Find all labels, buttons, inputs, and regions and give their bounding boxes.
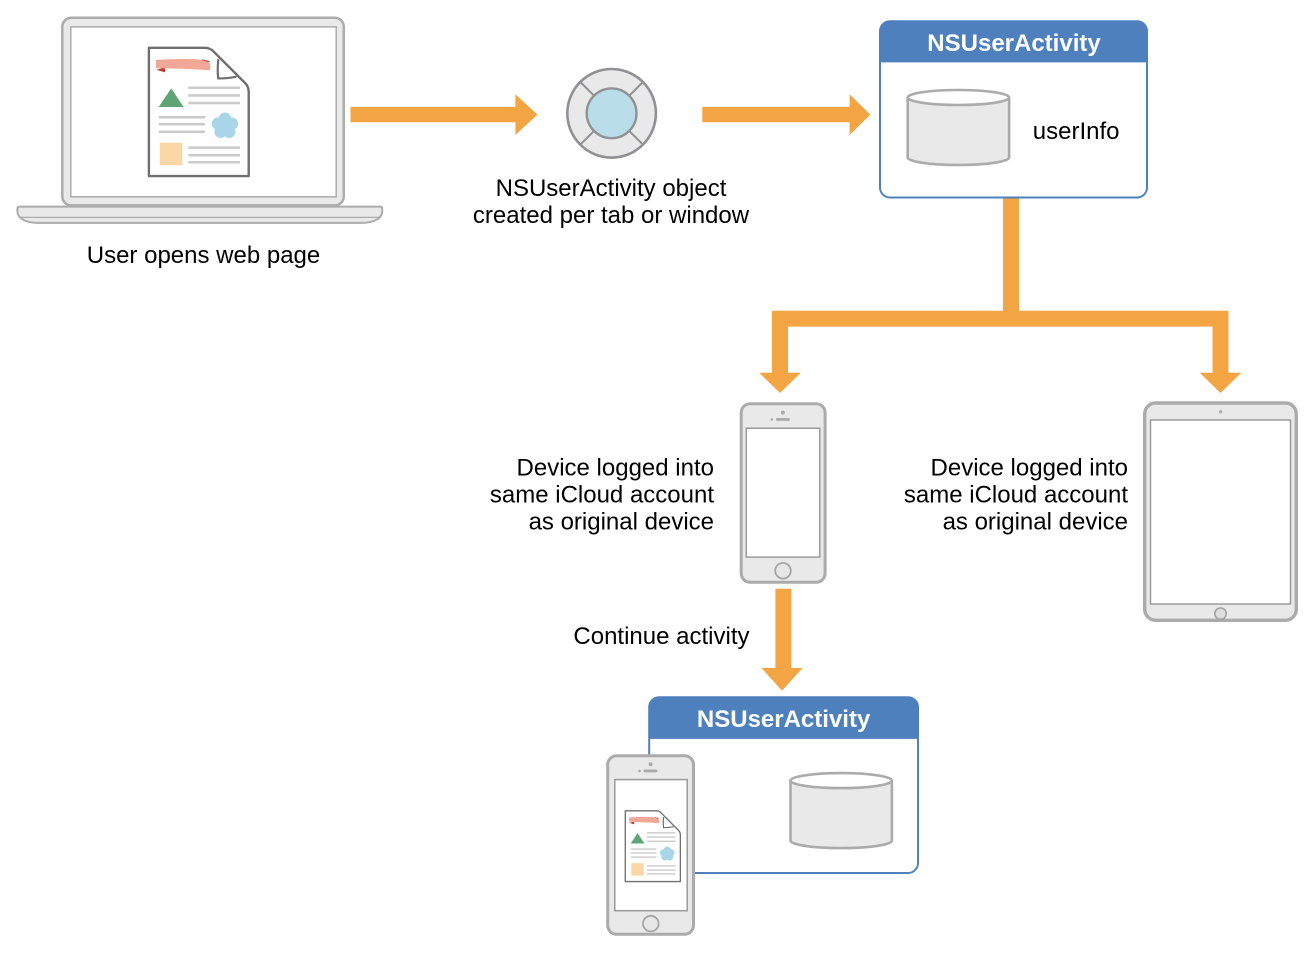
svg-text:Continue activity: Continue activity xyxy=(573,623,749,650)
svg-text:as original device: as original device xyxy=(529,509,714,536)
svg-text:Device logged into: Device logged into xyxy=(517,455,714,482)
svg-text:NSUserActivity: NSUserActivity xyxy=(927,30,1101,57)
svg-text:same iCloud account: same iCloud account xyxy=(904,482,1128,509)
svg-text:same iCloud account: same iCloud account xyxy=(490,482,714,509)
svg-text:User opens web page: User opens web page xyxy=(87,242,320,269)
svg-text:NSUserActivity: NSUserActivity xyxy=(697,706,871,733)
svg-text:userInfo: userInfo xyxy=(1033,118,1120,145)
svg-text:as original device: as original device xyxy=(943,509,1128,536)
svg-text:NSUserActivity object: NSUserActivity object xyxy=(496,175,727,202)
svg-text:Device logged into: Device logged into xyxy=(931,455,1128,482)
svg-text:created per tab or window: created per tab or window xyxy=(473,202,750,229)
